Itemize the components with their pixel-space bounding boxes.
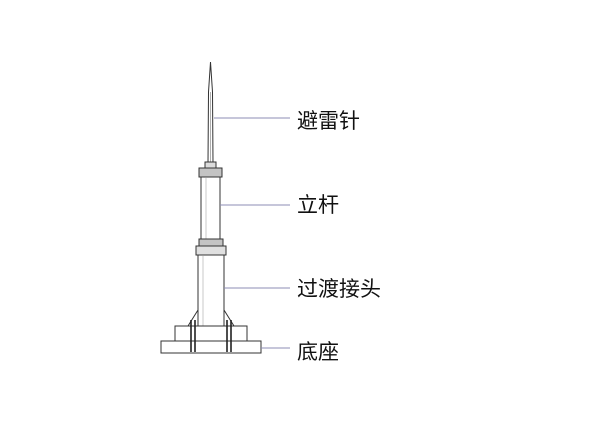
leader-lines bbox=[214, 117, 290, 349]
lower-pole bbox=[197, 254, 225, 328]
upper-pole bbox=[200, 176, 221, 242]
adapter-joint bbox=[195, 238, 227, 256]
lightning-rod bbox=[204, 61, 217, 169]
label-pole: 立杆 bbox=[297, 193, 339, 217]
label-base: 底座 bbox=[297, 340, 339, 364]
label-adapter-joint: 过渡接头 bbox=[297, 277, 381, 301]
label-lightning-rod: 避雷针 bbox=[297, 109, 360, 133]
upper-collar bbox=[198, 167, 223, 178]
base bbox=[160, 308, 262, 354]
